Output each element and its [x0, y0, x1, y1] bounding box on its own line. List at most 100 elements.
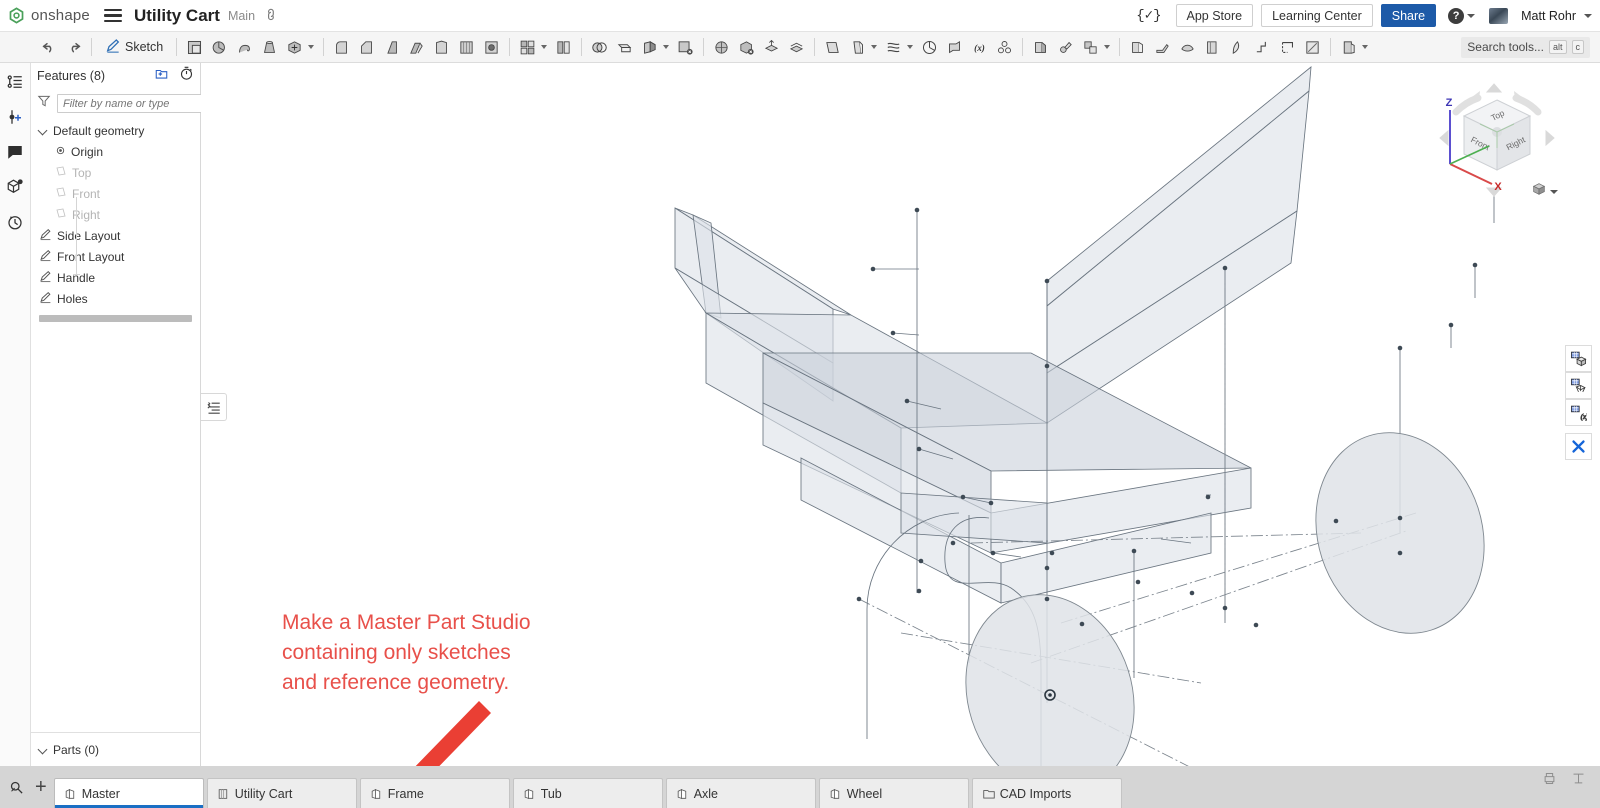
tab-utility-cart[interactable]: Utility Cart	[206, 778, 357, 808]
3d-viewport[interactable]: .pl { fill:#dde2e8; fill-opacity:.62; st…	[201, 63, 1600, 766]
loft-icon[interactable]	[257, 35, 282, 60]
add-tab-button[interactable]: +	[35, 776, 47, 798]
document-title[interactable]: Utility Cart	[133, 5, 220, 25]
draft-face-icon[interactable]	[454, 35, 479, 60]
history-timer-icon[interactable]	[179, 66, 194, 86]
view-orientation-dropdown[interactable]	[1531, 181, 1558, 202]
link-icon[interactable]	[261, 5, 283, 27]
tree-item-top[interactable]: Top	[31, 162, 200, 183]
render-mode-icon[interactable]	[1565, 372, 1592, 399]
draft-icon[interactable]	[379, 35, 404, 60]
tab-icon[interactable]	[1200, 35, 1225, 60]
display-states-icon[interactable]	[1565, 345, 1592, 372]
replace-face-icon[interactable]	[759, 35, 784, 60]
pattern-icon[interactable]	[515, 35, 540, 60]
chamfer-icon[interactable]	[354, 35, 379, 60]
feature-item-handle[interactable]: Handle	[31, 267, 200, 288]
new-folder-icon[interactable]	[154, 67, 169, 86]
curve-icon[interactable]	[881, 35, 906, 60]
tree-item-right[interactable]: Right	[31, 204, 200, 225]
hamburger-menu-icon[interactable]	[103, 8, 122, 23]
feature-list-icon[interactable]	[4, 71, 26, 93]
explode-icon[interactable]: (x)	[1565, 399, 1592, 426]
sheet-metal-icon[interactable]	[1028, 35, 1053, 60]
rollback-bar[interactable]	[39, 315, 192, 322]
add-version-icon[interactable]	[4, 106, 26, 128]
delete-part-icon[interactable]	[734, 35, 759, 60]
weld-icon[interactable]	[1053, 35, 1078, 60]
view-cube[interactable]: Top Front Right Z X	[1432, 78, 1562, 203]
mirror-icon[interactable]	[551, 35, 576, 60]
user-menu-chevron-down-icon[interactable]	[1584, 13, 1592, 18]
feature-item-front-layout[interactable]: Front Layout	[31, 246, 200, 267]
app-store-button[interactable]: App Store	[1175, 4, 1254, 27]
split-icon[interactable]	[612, 35, 637, 60]
chevron-down-icon[interactable]	[541, 45, 548, 49]
tab-axle[interactable]: Axle	[665, 778, 816, 808]
delete-face-icon[interactable]	[673, 35, 698, 60]
feature-filter-input[interactable]	[57, 94, 212, 113]
extrude-icon[interactable]	[182, 35, 207, 60]
branch-label[interactable]: Main	[227, 8, 256, 23]
share-button[interactable]: Share	[1380, 4, 1437, 27]
chevron-down-icon[interactable]	[907, 45, 914, 49]
plane-icon[interactable]	[820, 35, 845, 60]
search-tabs-icon[interactable]	[7, 778, 25, 796]
tab-cad-imports[interactable]: CAD Imports	[971, 778, 1122, 808]
fillet-icon[interactable]	[329, 35, 354, 60]
print-icon[interactable]	[1542, 771, 1557, 786]
flatten-icon[interactable]	[1225, 35, 1250, 60]
redo-button[interactable]	[61, 35, 86, 60]
helix-icon[interactable]	[942, 35, 967, 60]
tree-item-front[interactable]: Front	[31, 183, 200, 204]
sketch-plane-icon[interactable]	[845, 35, 870, 60]
funnel-icon[interactable]	[37, 94, 51, 113]
user-name[interactable]: Matt Rohr	[1521, 8, 1576, 23]
panel-collapse-icon[interactable]	[201, 393, 227, 421]
thicken-icon[interactable]	[282, 35, 307, 60]
avatar[interactable]	[1489, 7, 1509, 24]
pie-icon[interactable]	[917, 35, 942, 60]
revolve-icon[interactable]	[207, 35, 232, 60]
corner-icon[interactable]	[1250, 35, 1275, 60]
bend-icon[interactable]	[1150, 35, 1175, 60]
feature-item-holes[interactable]: Holes	[31, 288, 200, 309]
search-tools-box[interactable]: Search tools... alt c	[1461, 36, 1590, 58]
tree-group-default-geometry[interactable]: Default geometry	[31, 120, 200, 141]
boolean-icon[interactable]	[587, 35, 612, 60]
featurescript-icon[interactable]: {✓}	[1136, 8, 1162, 24]
offset-surface-icon[interactable]	[784, 35, 809, 60]
frame-icon[interactable]	[1078, 35, 1103, 60]
move-face-icon[interactable]	[637, 35, 662, 60]
tab-master[interactable]: Master	[53, 778, 204, 808]
extend-sheet-icon[interactable]	[1275, 35, 1300, 60]
chevron-down-icon[interactable]	[871, 45, 878, 49]
variable-icon[interactable]: (x)	[967, 35, 992, 60]
sketch-region-icon[interactable]	[1300, 35, 1325, 60]
chevron-down-icon[interactable]	[1362, 45, 1369, 49]
sketch-button[interactable]: Sketch	[97, 35, 171, 60]
undo-button[interactable]	[36, 35, 61, 60]
units-icon[interactable]	[1571, 771, 1586, 786]
shell-icon[interactable]	[429, 35, 454, 60]
learning-center-button[interactable]: Learning Center	[1261, 4, 1373, 27]
chevron-down-icon[interactable]	[663, 45, 670, 49]
transform-icon[interactable]	[709, 35, 734, 60]
chevron-down-icon[interactable]	[1104, 45, 1111, 49]
sweep-icon[interactable]	[232, 35, 257, 60]
hole-icon[interactable]	[479, 35, 504, 60]
comments-icon[interactable]	[4, 141, 26, 163]
composite-part-icon[interactable]	[992, 35, 1017, 60]
parts-section[interactable]: Parts (0)	[31, 732, 200, 766]
help-menu[interactable]: ?	[1448, 7, 1476, 24]
feature-item-side-layout[interactable]: Side Layout	[31, 225, 200, 246]
flange-icon[interactable]	[1175, 35, 1200, 60]
chevron-down-icon[interactable]	[308, 45, 315, 49]
tab-frame[interactable]: Frame	[359, 778, 510, 808]
enclosure-icon[interactable]	[1125, 35, 1150, 60]
insert-icon[interactable]	[1336, 35, 1361, 60]
history-icon[interactable]	[4, 211, 26, 233]
rib-icon[interactable]	[404, 35, 429, 60]
tree-item-origin[interactable]: Origin	[31, 141, 200, 162]
tab-wheel[interactable]: Wheel	[818, 778, 969, 808]
